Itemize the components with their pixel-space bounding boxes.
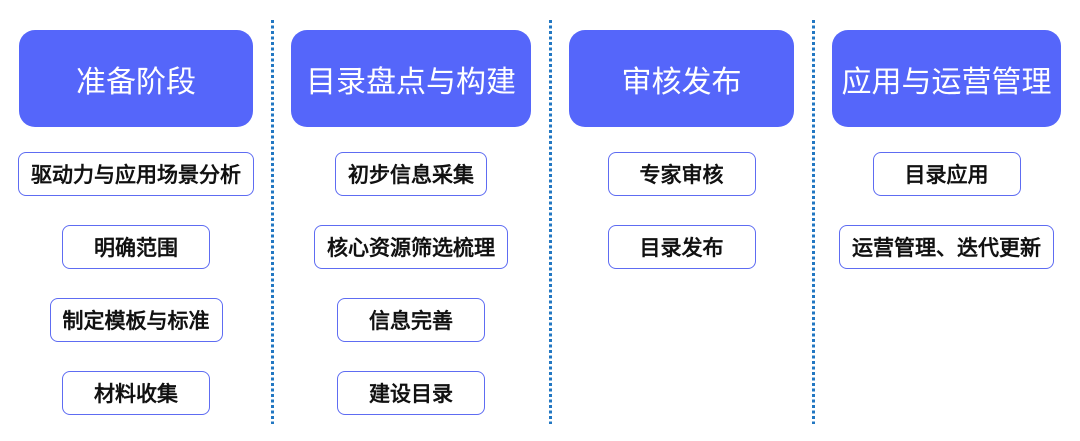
step-item: 专家审核 <box>607 152 756 196</box>
column-separator <box>271 20 274 424</box>
column-separator <box>549 20 552 424</box>
phase-column-review-publish: 审核发布 专家审核 目录发布 <box>550 30 813 269</box>
step-item: 明确范围 <box>62 225 210 269</box>
step-item: 材料收集 <box>62 371 210 415</box>
step-item: 制定模板与标准 <box>49 298 223 342</box>
step-item: 建设目录 <box>337 371 485 415</box>
phase-column-application-operation: 应用与运营管理 目录应用 运营管理、迭代更新 <box>813 30 1080 269</box>
column-separator <box>812 20 815 424</box>
step-item: 信息完善 <box>337 298 485 342</box>
step-item: 运营管理、迭代更新 <box>839 225 1054 269</box>
step-item: 核心资源筛选梳理 <box>314 225 508 269</box>
phase-header-application-operation: 应用与运营管理 <box>832 30 1061 127</box>
phase-column-preparation: 准备阶段 驱动力与应用场景分析 明确范围 制定模板与标准 材料收集 <box>0 30 272 415</box>
phase-column-inventory-construction: 目录盘点与构建 初步信息采集 核心资源筛选梳理 信息完善 建设目录 <box>272 30 550 415</box>
phase-header-review-publish: 审核发布 <box>569 30 794 127</box>
step-item: 驱动力与应用场景分析 <box>18 152 254 196</box>
step-item: 目录应用 <box>872 152 1021 196</box>
phase-header-inventory-construction: 目录盘点与构建 <box>291 30 531 127</box>
phase-header-preparation: 准备阶段 <box>19 30 253 127</box>
step-item: 初步信息采集 <box>335 152 487 196</box>
step-item: 目录发布 <box>607 225 756 269</box>
